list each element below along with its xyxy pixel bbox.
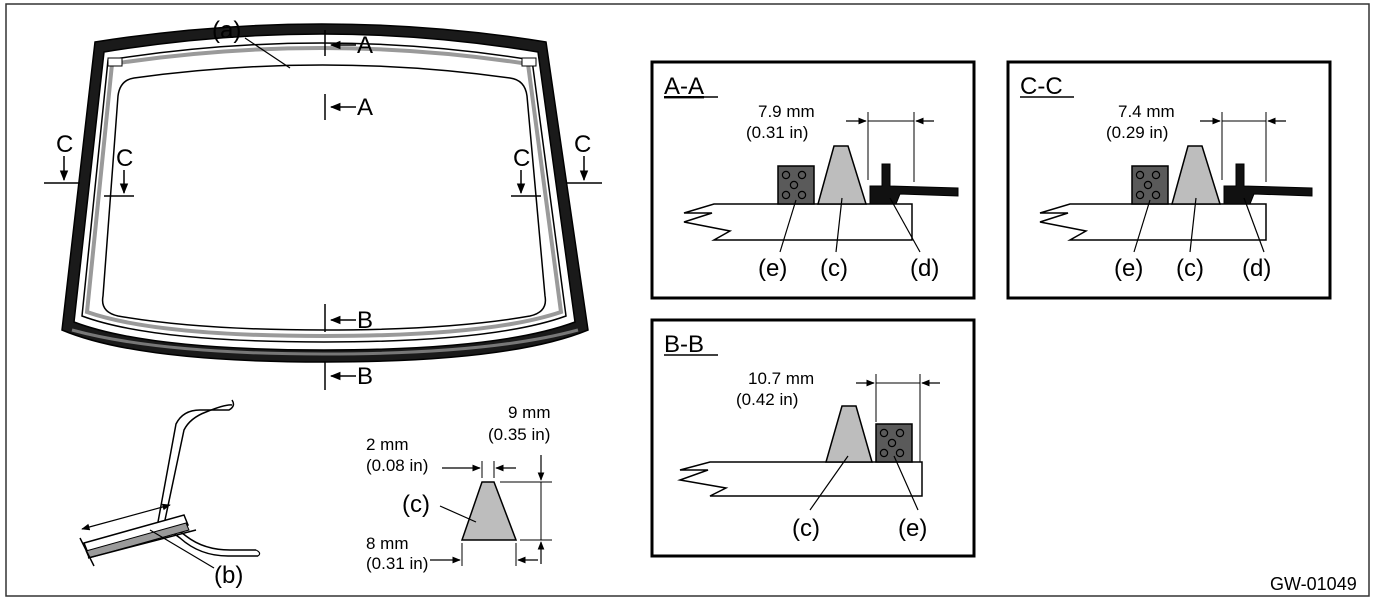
dim-top-width-in: (0.08 in): [366, 456, 428, 475]
dam-rubber-path: [84, 46, 564, 339]
section-cc-molding: [1223, 163, 1313, 205]
windshield-view: (a) A A B B C C C C: [44, 17, 602, 390]
section-aa-glass: [683, 203, 913, 241]
section-cc-distance-in: (0.29 in): [1106, 123, 1168, 142]
corner-clip-left: [107, 57, 123, 67]
section-bb-label-e: (e): [898, 515, 927, 542]
dim-height-in: (0.35 in): [488, 425, 550, 444]
leader-b: [149, 529, 215, 569]
dam-profile-shape: [460, 481, 518, 541]
section-aa-molding: [869, 163, 959, 205]
cut-label-a-bottom: A: [357, 94, 373, 121]
section-aa-distance-in: (0.31 in): [746, 123, 808, 142]
section-cc-dam: [1171, 145, 1222, 205]
bottom-molding: [71, 328, 579, 356]
section-aa-title: A-A: [664, 73, 704, 100]
windshield-inner-border: [101, 64, 547, 331]
figure-code: GW-01049: [1270, 574, 1357, 594]
section-bb-panel: B-B 10.7 mm (0.42 in) (c) (e): [650, 318, 976, 558]
cut-label-b-top: B: [357, 307, 373, 334]
section-bb-glass: [677, 461, 923, 497]
figure-border: [5, 3, 1370, 597]
windshield-molding-line: [81, 42, 567, 343]
section-bb-label-c: (c): [792, 515, 820, 542]
detail-b-dimension: [81, 503, 171, 531]
cut-label-c-outer-left: C: [56, 131, 73, 158]
section-aa-label-e: (e): [758, 255, 787, 282]
dim-bottom-width: 8 mm: [366, 534, 409, 553]
section-cc-distance: 7.4 mm: [1118, 102, 1175, 121]
section-cc-panel: C-C 7.4 mm (0.29 in) (e) (c) (d): [1006, 60, 1332, 300]
cut-label-b-bottom: B: [357, 363, 373, 390]
cut-label-a-top: A: [357, 32, 373, 59]
dim-height: 9 mm: [508, 403, 551, 422]
cut-label-c-inner-left: C: [116, 145, 133, 172]
leader-a: [244, 37, 291, 69]
section-aa-dam: [817, 145, 868, 205]
dim-top-width: 2 mm: [366, 435, 409, 454]
section-bb-distance: 10.7 mm: [748, 369, 814, 388]
section-bb-title: B-B: [664, 331, 704, 358]
section-cc-spacer: [1131, 165, 1169, 205]
corner-clip-right: [521, 57, 537, 67]
section-aa-distance: 7.9 mm: [758, 102, 815, 121]
section-cc-label-d: (d): [1242, 255, 1271, 282]
dam-profile-view: 2 mm (0.08 in) 9 mm (0.35 in) 8 mm (0.31…: [366, 403, 552, 573]
section-cc-title: C-C: [1020, 73, 1063, 100]
section-cc-glass: [1039, 203, 1267, 241]
windshield-glass: [73, 33, 576, 351]
cut-label-c-inner-right: C: [513, 145, 530, 172]
section-cc-label-c: (c): [1176, 255, 1204, 282]
label-a: (a): [212, 17, 241, 44]
section-bb-distance-in: (0.42 in): [736, 390, 798, 409]
dim-bottom-width-in: (0.31 in): [366, 554, 428, 573]
cut-label-c-outer-right: C: [574, 131, 591, 158]
section-bb-dam: [825, 405, 873, 463]
detail-b-view: (b): [79, 399, 261, 589]
section-aa-spacer: [777, 165, 815, 205]
section-cc-label-e: (e): [1114, 255, 1143, 282]
section-aa-label-d: (d): [910, 255, 939, 282]
section-aa-label-c: (c): [820, 255, 848, 282]
dam-profile-label-c: (c): [402, 491, 430, 518]
label-b: (b): [214, 562, 243, 589]
section-aa-panel: A-A 7.9 mm (0.31 in) (e) (c) (d): [650, 60, 976, 300]
